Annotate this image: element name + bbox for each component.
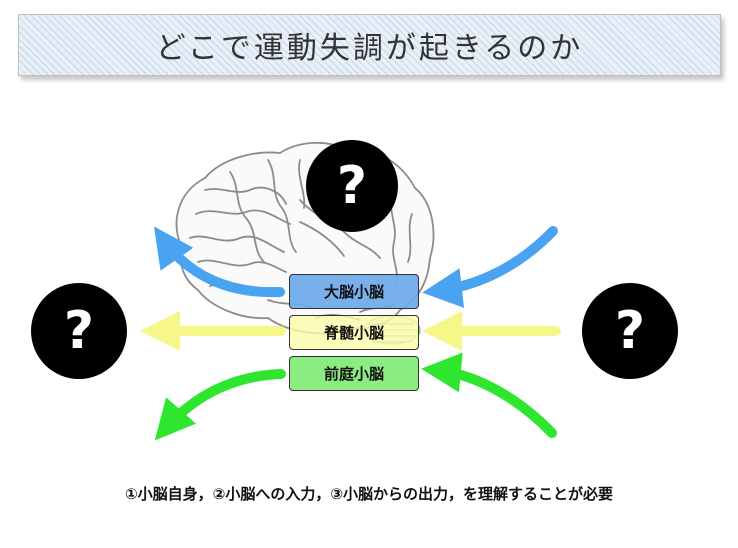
vestibulocerebellum-box: 前庭小脳 — [289, 356, 419, 391]
cerebrocerebellum-box: 大脳小脳 — [289, 274, 419, 309]
question-mark-icon: ? — [31, 283, 127, 379]
caption-text: ①小脳自身，②小脳への入力，③小脳からの出力，を理解することが必要 — [124, 485, 614, 503]
question-mark-icon: ? — [582, 283, 678, 379]
blue-arrow-output — [153, 226, 285, 298]
page-title: どこで運動失調が起きるのか — [155, 31, 584, 66]
question-mark-icon: ? — [306, 140, 398, 232]
spinocerebellum-box: 脊髄小脳 — [289, 315, 419, 350]
blue-arrow-input — [422, 226, 558, 308]
title-banner: どこで運動失調が起きるのか — [18, 14, 721, 76]
green-arrow-input — [421, 352, 557, 438]
green-arrow-output — [154, 369, 286, 441]
